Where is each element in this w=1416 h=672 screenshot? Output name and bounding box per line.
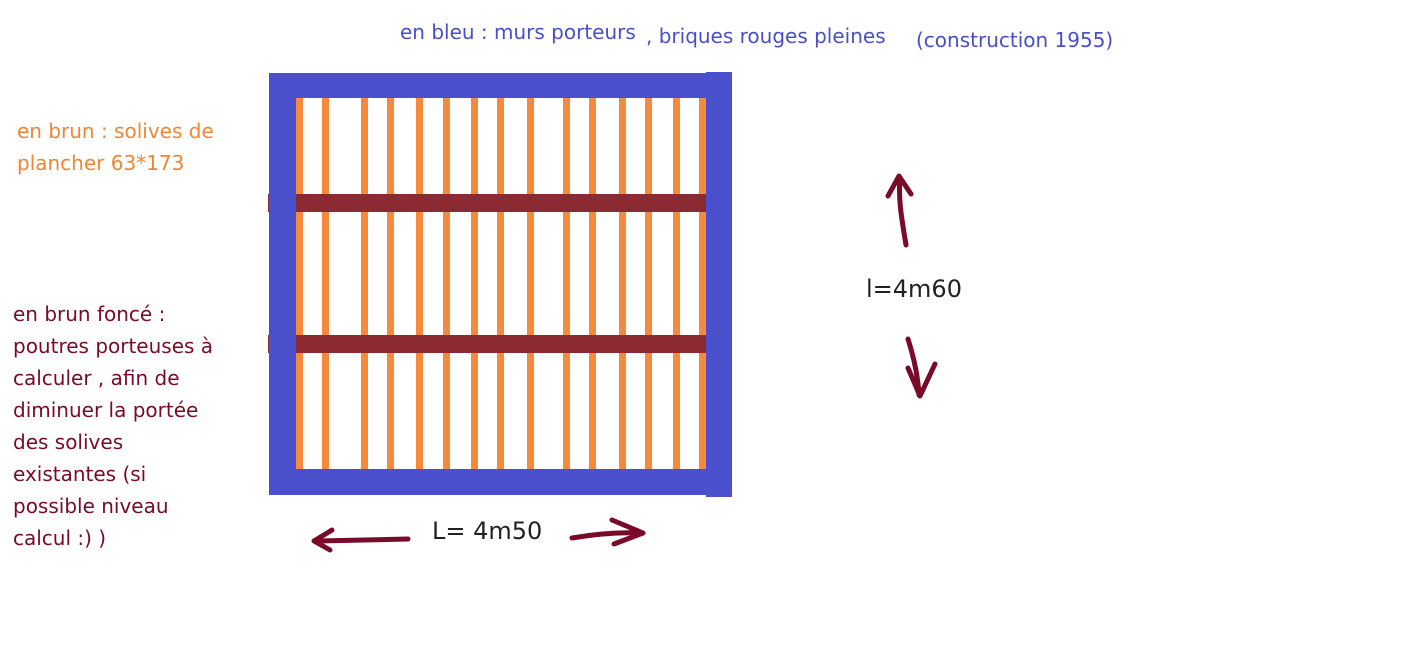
wall-bottom [269, 469, 731, 495]
joist [619, 97, 626, 471]
header-construction-label: (construction 1955) [916, 28, 1114, 52]
joist [471, 85, 478, 471]
joist [497, 90, 504, 471]
joists-group [296, 85, 706, 471]
legend-beams-line-8: calcul :) ) [13, 526, 107, 550]
joist [645, 97, 652, 471]
legend-beams-line-4: diminuer la portée [13, 398, 199, 422]
legend-beams-line-5: des solives [13, 430, 124, 454]
legend-beams-line-7: possible niveau [13, 494, 169, 518]
arrows-group [311, 173, 938, 553]
legend-beams-line-6: existantes (si [13, 462, 147, 486]
legend-beams-line-1: en brun foncé : [13, 302, 166, 326]
header-bricks-label: , briques rouges pleines [646, 24, 886, 48]
joist [443, 94, 450, 471]
arrow-right [569, 517, 646, 547]
joist [296, 94, 303, 471]
legend-beams-line-3: calculer , afin de [13, 366, 180, 390]
joist [563, 97, 570, 471]
wall-right [706, 72, 732, 497]
beam-top [268, 194, 706, 212]
legend-joists-line-1: en brun : solives de [17, 119, 214, 143]
joist [673, 97, 680, 471]
joist [387, 88, 394, 471]
legend-joists: en brun : solives de plancher 63*173 [17, 115, 214, 179]
legend-beams: en brun foncé : poutres porteuses à calc… [13, 298, 213, 554]
arrow-left [311, 527, 411, 553]
length-dimension-label: L= 4m50 [432, 517, 543, 545]
joist [589, 97, 596, 471]
legend-joists-line-2: plancher 63*173 [17, 151, 185, 175]
beam-bottom [268, 335, 706, 353]
joist [699, 97, 706, 471]
header-walls-label: en bleu : murs porteurs [400, 20, 636, 44]
wall-top [270, 73, 708, 98]
arrow-down [905, 336, 938, 399]
width-dimension-label: l=4m60 [866, 275, 962, 303]
joist [322, 90, 329, 471]
wall-left [269, 73, 296, 495]
joist [416, 92, 423, 471]
arrow-up [885, 173, 914, 248]
joist [527, 92, 534, 471]
legend-beams-line-2: poutres porteuses à [13, 334, 214, 358]
joist [361, 85, 368, 471]
